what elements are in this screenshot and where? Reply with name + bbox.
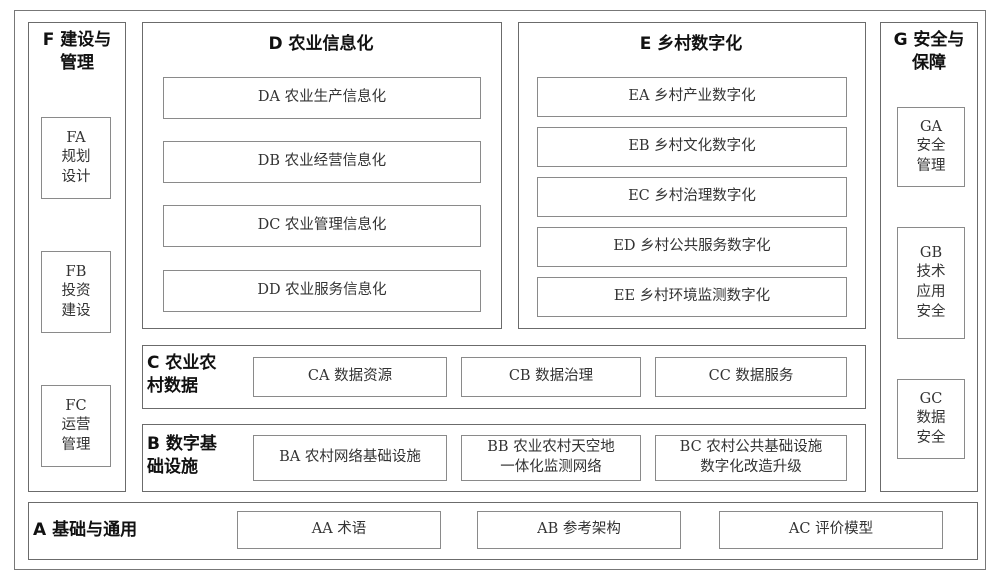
ac-box: AC 评价模型	[719, 511, 943, 549]
section-c-title-line2: 村数据	[147, 375, 198, 396]
ba-box: BA 农村网络基础设施	[253, 435, 447, 481]
db-box: DB 农业经营信息化	[163, 141, 481, 183]
fa-code: FA	[66, 129, 86, 146]
ca-box: CA 数据资源	[253, 357, 447, 397]
bb-line2: 一体化监测网络	[500, 459, 602, 475]
eb-box: EB 乡村文化数字化	[537, 127, 847, 167]
ee-box: EE 乡村环境监测数字化	[537, 277, 847, 317]
fa-box: FA 规划设计	[41, 117, 111, 199]
da-box: DA 农业生产信息化	[163, 77, 481, 119]
ec-box: EC 乡村治理数字化	[537, 177, 847, 217]
gc-line2: 安全	[916, 429, 946, 446]
section-b-title-line1: B 数字基	[147, 434, 217, 454]
section-c-title-line1: C 农业农	[147, 353, 217, 373]
section-b: B 数字基 础设施 BA 农村网络基础设施 BB 农业农村天空地一体化监测网络 …	[142, 424, 866, 492]
fb-line1: 投资	[61, 283, 91, 300]
gb-line2: 应用	[916, 284, 946, 300]
ba-line1: BA 农村网络基础设施	[279, 449, 421, 466]
gc-line1: 数据	[916, 410, 946, 427]
bb-line1: BB 农业农村天空地	[487, 439, 615, 456]
section-e-title: E 乡村数字化	[639, 34, 743, 54]
cc-box: CC 数据服务	[655, 357, 847, 397]
section-f-title-line2: 管理	[60, 52, 94, 73]
section-b-title-line2: 础设施	[147, 456, 198, 477]
fc-code: FC	[65, 397, 87, 414]
section-a-title: A 基础与通用	[33, 520, 138, 540]
section-f-title-line1: F 建设与	[42, 30, 112, 50]
ga-line2: 管理	[916, 157, 946, 174]
dc-box: DC 农业管理信息化	[163, 205, 481, 247]
gc-box: GC 数据安全	[897, 379, 965, 459]
bc-box: BC 农村公共基础设施数字化改造升级	[655, 435, 847, 481]
bc-line2: 数字化改造升级	[700, 459, 802, 475]
fc-line1: 运营	[61, 417, 91, 434]
gb-box: GB 技术应用安全	[897, 227, 965, 339]
gc-code: GC	[919, 390, 943, 407]
ab-box: AB 参考架构	[477, 511, 681, 549]
gb-line3: 安全	[916, 303, 946, 320]
section-c-title: C 农业农 村数据	[147, 352, 227, 398]
cb-box: CB 数据治理	[461, 357, 641, 397]
dd-box: DD 农业服务信息化	[163, 270, 481, 312]
section-g-title-line1: G 安全与	[893, 30, 965, 50]
gb-code: GB	[919, 244, 943, 261]
fa-line2: 设计	[61, 168, 91, 185]
fc-box: FC 运营管理	[41, 385, 111, 467]
ga-line1: 安全	[916, 138, 946, 155]
section-d: D 农业信息化 DA 农业生产信息化 DB 农业经营信息化 DC 农业管理信息化…	[142, 22, 502, 329]
ea-box: EA 乡村产业数字化	[537, 77, 847, 117]
bb-box: BB 农业农村天空地一体化监测网络	[461, 435, 641, 481]
section-d-title: D 农业信息化	[268, 34, 374, 54]
ga-box: GA 安全管理	[897, 107, 965, 187]
fc-line2: 管理	[61, 436, 91, 453]
bc-line1: BC 农村公共基础设施	[679, 439, 823, 456]
fa-line1: 规划	[61, 149, 91, 166]
section-g-title: G 安全与 保障	[881, 29, 977, 75]
ed-box: ED 乡村公共服务数字化	[537, 227, 847, 267]
ga-code: GA	[919, 118, 943, 135]
section-b-title: B 数字基 础设施	[147, 433, 231, 479]
section-c: C 农业农 村数据 CA 数据资源 CB 数据治理 CC 数据服务	[142, 345, 866, 409]
fb-line2: 建设	[61, 302, 91, 319]
section-a: A 基础与通用 AA 术语 AB 参考架构 AC 评价模型	[28, 502, 978, 560]
section-e: E 乡村数字化 EA 乡村产业数字化 EB 乡村文化数字化 EC 乡村治理数字化…	[518, 22, 866, 329]
gb-line1: 技术	[916, 264, 946, 281]
aa-box: AA 术语	[237, 511, 441, 549]
fb-code: FB	[65, 263, 87, 280]
fb-box: FB 投资建设	[41, 251, 111, 333]
section-g-title-line2: 保障	[912, 52, 946, 73]
section-f-title: F 建设与 管理	[29, 29, 125, 75]
